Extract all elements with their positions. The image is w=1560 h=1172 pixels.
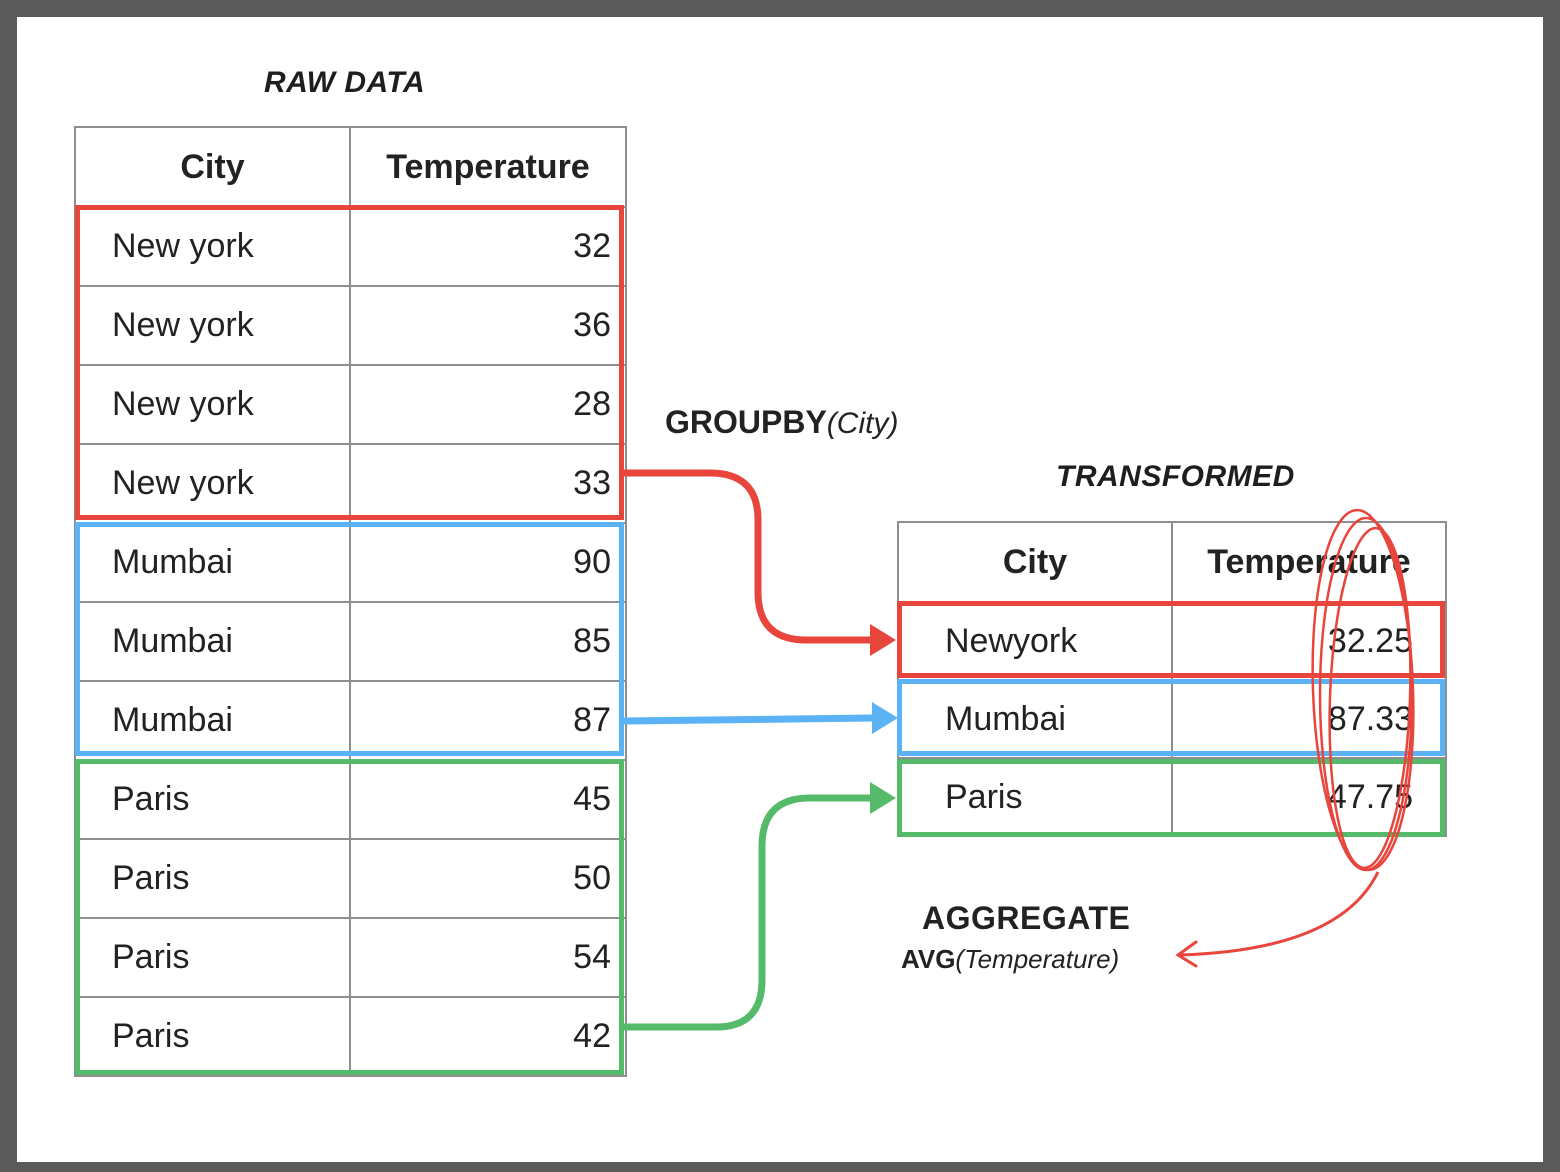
newyork-arrowhead xyxy=(870,624,896,656)
aggregate-highlight-oval xyxy=(1311,508,1415,872)
raw-city-cell: New york xyxy=(74,206,351,287)
raw-temp-cell: 42 xyxy=(349,996,627,1077)
groupby-keyword: GROUPBY xyxy=(665,404,827,440)
aggregate-keyword: AGGREGATE xyxy=(922,900,1131,936)
aggregate-pointer-head xyxy=(1175,940,1198,968)
aggregate-arg: (Temperature) xyxy=(955,944,1120,974)
groupby-arg: (City) xyxy=(826,407,899,440)
raw-temp-cell: 32 xyxy=(349,206,627,287)
raw-temp-cell: 87 xyxy=(349,680,627,761)
raw-city-cell: Mumbai xyxy=(74,601,351,682)
raw-temp-cell: 36 xyxy=(349,285,627,366)
raw-temp-cell: 33 xyxy=(349,443,627,524)
raw-data-title: RAW DATA xyxy=(264,66,426,99)
raw-city-cell: Paris xyxy=(74,996,351,1077)
raw-header-temperature: Temperature xyxy=(349,126,627,208)
transformed-city-cell: Newyork xyxy=(897,602,1173,681)
raw-temp-cell: 90 xyxy=(349,522,627,603)
paris-flow-arrow xyxy=(620,794,876,1031)
transformed-title: TRANSFORMED xyxy=(1056,460,1295,493)
raw-temp-cell: 45 xyxy=(349,759,627,840)
newyork-flow-arrow xyxy=(620,469,876,644)
paris-group-outline xyxy=(75,759,624,1075)
raw-city-cell: New york xyxy=(74,285,351,366)
aggregate-function: AVG(Temperature) xyxy=(901,944,1119,975)
paris-result-outline xyxy=(897,759,1445,837)
paris-arrowhead xyxy=(870,782,896,814)
raw-city-cell: Paris xyxy=(74,917,351,998)
raw-temp-cell: 28 xyxy=(349,364,627,445)
raw-city-cell: Paris xyxy=(74,838,351,919)
aggregate-pointer-arrow xyxy=(1179,871,1380,957)
newyork-result-outline xyxy=(897,601,1445,678)
groupby-label: GROUPBY(City) xyxy=(665,404,898,441)
mumbai-flow-arrow xyxy=(620,714,878,725)
aggregate-func: AVG xyxy=(901,944,956,974)
raw-temp-cell: 50 xyxy=(349,838,627,919)
transformed-temp-cell: 87.33 xyxy=(1171,679,1447,759)
raw-temp-cell: 85 xyxy=(349,601,627,682)
newyork-group-outline xyxy=(75,205,624,520)
raw-city-cell: New york xyxy=(74,443,351,524)
mumbai-group-outline xyxy=(75,522,624,756)
transformed-temp-cell: 32.25 xyxy=(1171,602,1447,681)
mumbai-result-outline xyxy=(897,679,1445,756)
raw-city-cell: Mumbai xyxy=(74,522,351,603)
raw-city-cell: New york xyxy=(74,364,351,445)
transformed-city-cell: Paris xyxy=(897,757,1173,837)
raw-temp-cell: 54 xyxy=(349,917,627,998)
mumbai-arrowhead xyxy=(872,702,898,734)
raw-header-city: City xyxy=(74,126,351,208)
